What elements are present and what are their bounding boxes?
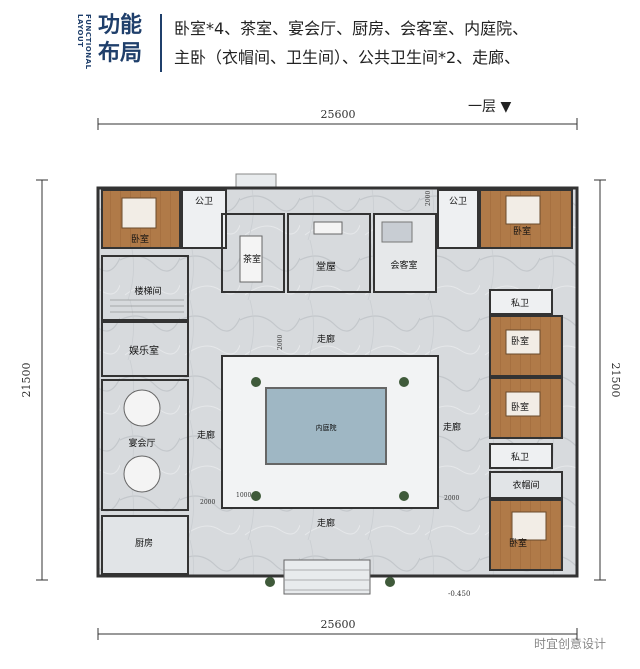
dimension-lines — [36, 118, 606, 640]
room-label-bedroom-r2: 卧室 — [511, 401, 529, 413]
courtyard-pool — [265, 387, 387, 465]
plant-icons — [251, 377, 409, 587]
banquet-hall — [101, 379, 189, 511]
room-label-bedroom-r1: 卧室 — [511, 335, 529, 347]
room-label-leisure: 娱乐室 — [129, 344, 159, 357]
dimension-2000-a: 2000 — [200, 499, 215, 506]
wardrobe — [489, 471, 563, 499]
room-label-corridor-top: 走廊 — [317, 333, 335, 345]
room-label-corridor-left: 走廊 — [197, 429, 215, 441]
dimension-left: 21500 — [20, 363, 33, 398]
room-label-hall: 堂屋 — [316, 261, 336, 273]
room-label-bedroom-tl: 卧室 — [131, 233, 149, 245]
wc-top-right — [437, 189, 479, 249]
room-label-courtyard: 内庭院 — [316, 423, 337, 432]
kitchen — [101, 515, 189, 575]
room-label-wc-r1: 私卫 — [511, 298, 529, 309]
dimension-top: 25600 — [321, 108, 356, 121]
room-label-wc-tr: 公卫 — [449, 196, 467, 207]
room-label-wc-r2: 私卫 — [511, 452, 529, 463]
room-label-reception: 会客室 — [390, 259, 417, 271]
stairwell — [101, 255, 189, 321]
wc-top-left — [181, 189, 227, 249]
floor-label: 一层 ▼ — [468, 99, 512, 115]
room-label-corridor-bottom: 走廊 — [317, 517, 335, 529]
watermark: 时宜创意设计 — [534, 636, 606, 651]
title-divider — [160, 14, 162, 72]
description-line-1: 卧室*4、茶室、宴会厅、厨房、会客室、内庭院、 — [174, 19, 529, 38]
room-label-banquet: 宴会厅 — [128, 437, 155, 449]
dimension-1000: 1000 — [236, 492, 251, 499]
header: FUNCTIONAL LAYOUT 功能布局 卧室*4、茶室、宴会厅、厨房、会客… — [0, 0, 640, 90]
dimension-2000-b: 2000 — [444, 495, 459, 502]
dimension-2000-c: 2000 — [277, 335, 284, 350]
level-marker: -0.450 — [448, 590, 470, 598]
room-label-wardrobe: 衣帽间 — [512, 479, 539, 491]
dimension-right: 21500 — [609, 363, 622, 398]
room-label-corridor-right: 走廊 — [443, 421, 461, 433]
room-list-description: 卧室*4、茶室、宴会厅、厨房、会客室、内庭院、 主卧（衣帽间、卫生间）、公共卫生… — [174, 14, 614, 72]
room-label-bedroom-br: 卧室 — [509, 537, 527, 549]
room-label-wc-tl: 公卫 — [195, 196, 213, 207]
vertical-title: FUNCTIONAL LAYOUT — [76, 14, 92, 70]
room-label-tea: 茶室 — [243, 253, 261, 265]
room-label-bedroom-tr: 卧室 — [513, 225, 531, 237]
tea-room — [221, 213, 285, 293]
page-title: 功能布局 — [98, 13, 143, 66]
leisure-room — [101, 321, 189, 377]
room-label-stair: 楼梯间 — [134, 285, 161, 297]
entrance-steps — [283, 559, 371, 595]
room-label-kitchen: 厨房 — [135, 537, 153, 549]
hall-room — [287, 213, 371, 293]
dimension-2000-d: 2000 — [425, 191, 432, 206]
description-line-2: 主卧（衣帽间、卫生间）、公共卫生间*2、走廊、 — [174, 48, 521, 67]
dimension-bottom: 25600 — [321, 618, 356, 631]
wc-right-2 — [489, 443, 553, 469]
wc-right-1 — [489, 289, 553, 315]
